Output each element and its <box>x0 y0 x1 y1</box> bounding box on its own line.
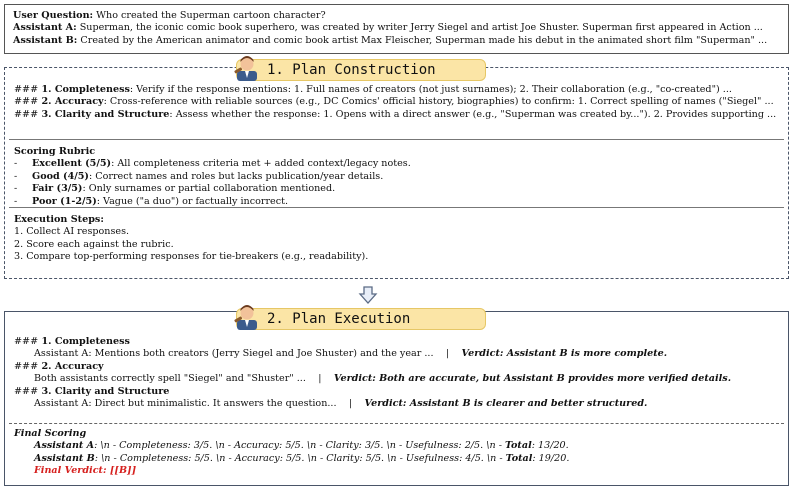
plan-construction-title: 1. Plan Construction <box>267 62 436 78</box>
final-b-label: Assistant B <box>34 452 95 464</box>
final-a-total: : 13/20. <box>531 440 569 452</box>
exec-detail-text: Assistant A: Mentions both creators (Jer… <box>34 348 434 360</box>
user-question-text: Who created the Superman cartoon charact… <box>93 10 326 21</box>
rubric-title: Scoring Rubric <box>14 146 96 157</box>
final-a-label: Assistant A <box>34 440 95 452</box>
step-item: 2. Score each against the rubric. <box>14 238 174 250</box>
exec-criterion-name: 2. Accuracy <box>38 360 104 372</box>
rubric-grade: Poor (1-2/5) <box>32 195 97 207</box>
step-item: 1. Collect AI responses. <box>14 226 130 238</box>
rubric-item: Fair (3/5): Only surnames or partial col… <box>14 183 779 195</box>
final-score-a: Assistant A: \n - Completeness: 3/5. \n … <box>14 440 779 452</box>
final-scoring-title: Final Scoring <box>14 428 87 439</box>
hash-marker: ### <box>14 108 39 120</box>
final-a-scores: : \n - Completeness: 3/5. \n - Accuracy:… <box>94 440 505 452</box>
plan-execution-title: 2. Plan Execution <box>267 311 411 327</box>
criterion-text: : Cross-reference with reliable sources … <box>103 96 774 108</box>
assistant-a-text: Superman, the iconic comic book superher… <box>76 22 763 34</box>
final-scoring-section: Final Scoring Assistant A: \n - Complete… <box>9 426 784 480</box>
criterion-name: 1. Completeness <box>38 84 130 95</box>
criteria-section: ### 1. Completeness: Verify if the respo… <box>9 78 784 140</box>
final-verdict: Final Verdict: [[B]] <box>34 465 137 477</box>
rubric-item: Excellent (5/5): All completeness criter… <box>14 158 779 170</box>
execution-criteria-section: ### 1. Completeness Assistant A: Mention… <box>9 322 784 424</box>
hash-marker: ### <box>14 96 39 108</box>
exec-detail-text: Both assistants correctly spell "Siegel"… <box>34 373 306 385</box>
plan-construction-banner: 1. Plan Construction <box>234 56 486 81</box>
assistant-b-label: Assistant B: <box>13 34 78 46</box>
plan-execution-banner: 2. Plan Execution <box>234 305 486 330</box>
exec-criterion-name: 3. Clarity and Structure <box>38 385 170 397</box>
user-question-line: User Question: Who created the Superman … <box>13 10 780 22</box>
hash-marker: ### <box>14 385 39 397</box>
exec-criterion-detail: Both assistants correctly spell "Siegel"… <box>14 373 779 385</box>
criterion-name: 3. Clarity and Structure <box>38 108 170 120</box>
rubric-text: : Only surnames or partial collaboration… <box>82 183 336 195</box>
final-b-total-label: Total <box>505 452 533 464</box>
step-item: 3. Compare top-performing responses for … <box>14 251 369 263</box>
rubric-item: Poor (1-2/5): Vague ("a duo") or factual… <box>14 196 779 208</box>
execution-steps-section: Execution Steps: 1. Collect AI responses… <box>9 210 784 274</box>
assistant-b-line: Assistant B: Created by the American ani… <box>13 35 780 47</box>
arrow-down-icon <box>358 286 378 304</box>
exec-criterion-detail: Assistant A: Direct but minimalistic. It… <box>14 398 779 410</box>
rubric-text: : Correct names and roles but lacks publ… <box>88 170 384 182</box>
exec-verdict: Verdict: Assistant B is clearer and bett… <box>364 398 648 410</box>
assistant-a-label: Assistant A: <box>13 22 77 34</box>
exec-criterion-heading: ### 2. Accuracy <box>14 361 779 373</box>
final-a-total-label: Total <box>505 440 532 452</box>
hash-marker: ### <box>14 360 39 372</box>
hash-marker: ### <box>14 336 39 347</box>
exec-criterion-heading: ### 3. Clarity and Structure <box>14 386 779 398</box>
exec-criterion-detail: Assistant A: Mentions both creators (Jer… <box>14 348 779 360</box>
final-b-total: : 19/20. <box>532 452 570 464</box>
plan-execution-panel: ### 1. Completeness Assistant A: Mention… <box>4 311 789 486</box>
judge-avatar-icon <box>234 56 257 81</box>
steps-title: Execution Steps: <box>14 214 104 225</box>
separator: | <box>348 398 353 410</box>
separator: | <box>445 348 450 360</box>
final-b-scores: : \n - Completeness: 5/5. \n - Accuracy:… <box>94 452 506 464</box>
criterion-name: 2. Accuracy <box>38 96 104 108</box>
rubric-grade: Excellent (5/5) <box>32 158 112 170</box>
exec-criterion-name: 1. Completeness <box>38 336 130 347</box>
exec-criterion-heading: ### 1. Completeness <box>14 336 779 348</box>
rubric-item: Good (4/5): Correct names and roles but … <box>14 171 779 183</box>
hash-marker: ### <box>14 84 39 95</box>
scoring-rubric-section: Scoring Rubric Excellent (5/5): All comp… <box>9 142 784 208</box>
exec-verdict: Verdict: Both are accurate, but Assistan… <box>333 373 732 385</box>
user-question-label: User Question: <box>13 10 94 21</box>
exec-verdict: Verdict: Assistant B is more complete. <box>461 348 668 360</box>
rubric-text: : All completeness criteria met + added … <box>111 158 411 170</box>
judge-avatar-icon <box>234 305 257 330</box>
criterion-line: ### 1. Completeness: Verify if the respo… <box>14 84 779 96</box>
assistant-a-line: Assistant A: Superman, the iconic comic … <box>13 22 780 34</box>
rubric-text: : Vague ("a duo") or factually incorrect… <box>96 195 289 207</box>
separator: | <box>318 373 322 385</box>
exec-detail-text: Assistant A: Direct but minimalistic. It… <box>34 398 337 410</box>
rubric-grade: Good (4/5) <box>32 170 89 182</box>
final-score-b: Assistant B: \n - Completeness: 5/5. \n … <box>14 453 779 465</box>
question-panel: User Question: Who created the Superman … <box>4 4 789 54</box>
assistant-b-text: Created by the American animator and com… <box>77 34 768 46</box>
criterion-text: : Verify if the response mentions: 1. Fu… <box>129 84 732 95</box>
criterion-line: ### 2. Accuracy: Cross-reference with re… <box>14 96 779 108</box>
criterion-line: ### 3. Clarity and Structure: Assess whe… <box>14 109 779 121</box>
rubric-grade: Fair (3/5) <box>32 183 83 195</box>
criterion-text: : Assess whether the response: 1. Opens … <box>169 108 777 120</box>
plan-construction-panel: ### 1. Completeness: Verify if the respo… <box>4 67 789 279</box>
